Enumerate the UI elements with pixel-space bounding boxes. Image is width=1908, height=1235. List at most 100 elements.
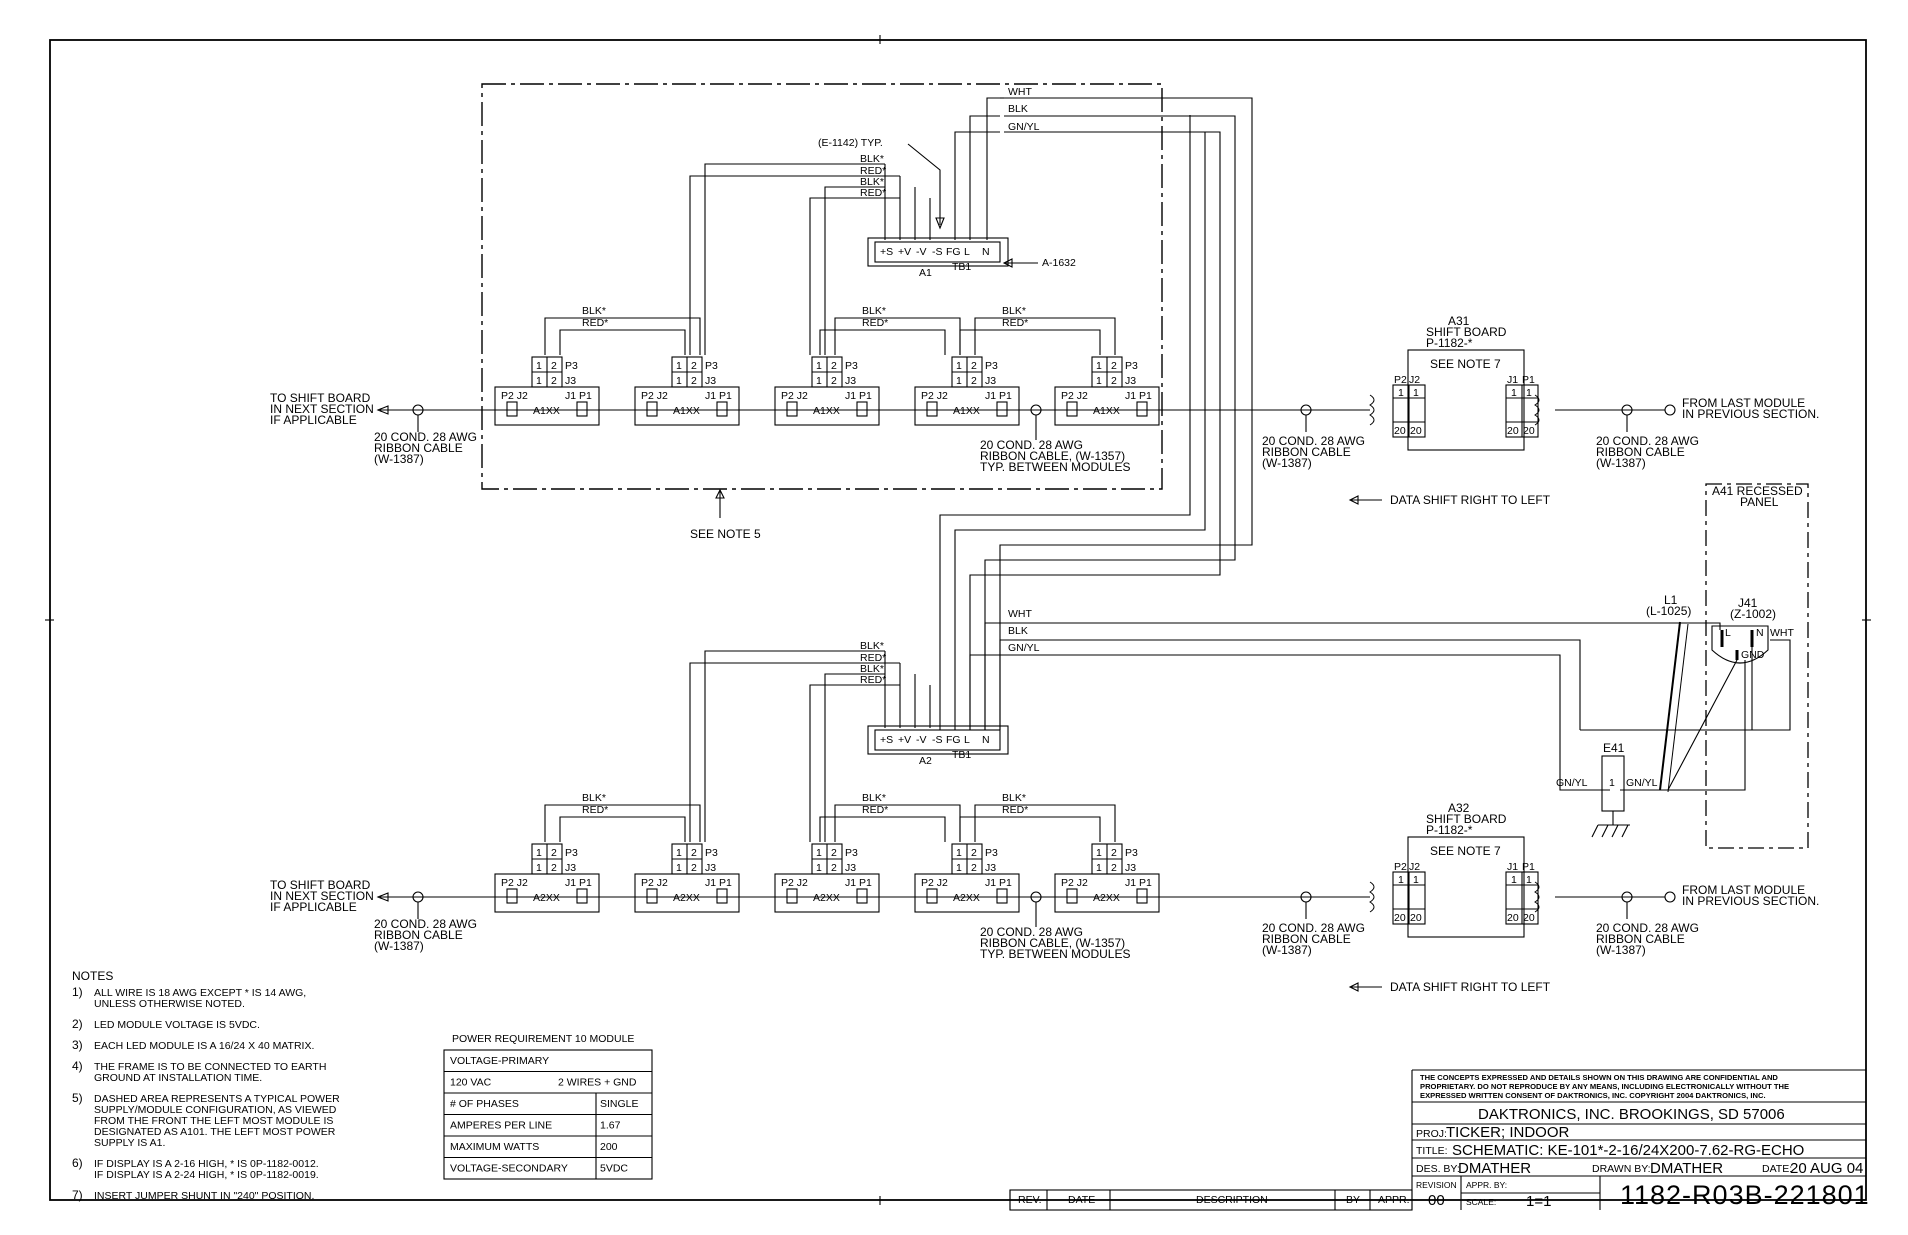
tb1-a1-terminals: +S bbox=[880, 246, 893, 258]
ribbon2-1357-a1: 20 COND. 28 AWG bbox=[980, 925, 1083, 939]
module-name: A2XX bbox=[673, 892, 700, 904]
sb1-pin20b: 20 bbox=[1410, 425, 1422, 437]
j1-p1: J1 P1 bbox=[845, 877, 872, 889]
sb2-note: SEE NOTE 7 bbox=[1430, 844, 1501, 858]
data-shift-2: DATA SHIFT RIGHT TO LEFT bbox=[1390, 980, 1551, 994]
j3: J3 bbox=[705, 862, 716, 874]
sb1-pin1a: 1 bbox=[1398, 387, 1404, 399]
tb-term-pv: +V bbox=[898, 246, 911, 258]
drawn-label: DRAWN BY: bbox=[1592, 1163, 1651, 1175]
drawn-value: DMATHER bbox=[1650, 1160, 1723, 1177]
confidential-line-3: EXPRESSED WRITTEN CONSENT OF DAKTRONICS,… bbox=[1420, 1091, 1766, 1100]
title-label: TITLE: bbox=[1416, 1145, 1448, 1157]
rev-col-desc: DESCRIPTION bbox=[1196, 1194, 1268, 1206]
pair-blk-c: BLK* bbox=[1002, 305, 1026, 317]
pair-blk-b: BLK* bbox=[862, 305, 886, 317]
pin-2: 2 bbox=[971, 375, 977, 387]
pin-1: 1 bbox=[956, 847, 962, 859]
to-shift-board-2a: TO SHIFT BOARD bbox=[270, 878, 371, 892]
sb1-pin20d: 20 bbox=[1523, 425, 1535, 437]
ribbon2-1387-a1: 20 COND. 28 AWG bbox=[374, 917, 477, 931]
p2-j2: P2 J2 bbox=[641, 390, 668, 402]
tb2-term-fg: FG bbox=[946, 734, 961, 746]
a41-subtitle: PANEL bbox=[1740, 495, 1779, 509]
des-label: DES. BY: bbox=[1416, 1163, 1460, 1175]
pin-1: 1 bbox=[816, 360, 822, 372]
sb2-pin1c: 1 bbox=[1511, 874, 1517, 886]
power-row-value: 200 bbox=[600, 1141, 618, 1153]
confidential-line-1: THE CONCEPTS EXPRESSED AND DETAILS SHOWN… bbox=[1420, 1073, 1778, 1082]
title-value: SCHEMATIC: KE-101*-2-16/24X200-7.62-RG-E… bbox=[1452, 1142, 1804, 1159]
sb2-title: SHIFT BOARD bbox=[1426, 812, 1507, 826]
from-last-module-2b: IN PREVIOUS SECTION. bbox=[1682, 894, 1819, 908]
pin-1: 1 bbox=[676, 360, 682, 372]
sb1-p2: P2 bbox=[1394, 374, 1407, 386]
note-text: EACH LED MODULE IS A 16/24 X 40 MATRIX. bbox=[94, 1040, 314, 1052]
power-table-title: POWER REQUIREMENT 10 MODULE bbox=[452, 1033, 634, 1045]
tb-term-l: L bbox=[964, 246, 970, 258]
pair2-blk-b: BLK* bbox=[862, 792, 886, 804]
from-last-module-2a: FROM LAST MODULE bbox=[1682, 883, 1805, 897]
ribbon-1387-c1: 20 COND. 28 AWG bbox=[1596, 434, 1699, 448]
j3: J3 bbox=[845, 862, 856, 874]
date-value: 20 AUG 04 bbox=[1790, 1160, 1863, 1177]
l1-ref: L1 bbox=[1664, 593, 1678, 607]
note-text: INSERT JUMPER SHUNT IN "240" POSITION. bbox=[94, 1190, 314, 1202]
sb1-ref: A31 bbox=[1448, 314, 1470, 328]
pin-1: 1 bbox=[1096, 360, 1102, 372]
sb1-j2: J2 bbox=[1409, 374, 1420, 386]
scale-value: 1=1 bbox=[1526, 1193, 1551, 1210]
p3: P3 bbox=[705, 360, 718, 372]
pin-2: 2 bbox=[1111, 360, 1117, 372]
j3: J3 bbox=[985, 862, 996, 874]
from-last-module-1b: IN PREVIOUS SECTION. bbox=[1682, 407, 1819, 421]
tb1-label-a1: TB1 bbox=[952, 261, 971, 273]
j1-p1: J1 P1 bbox=[985, 877, 1012, 889]
note-number: 4) bbox=[72, 1059, 83, 1073]
sb1-pin1b: 1 bbox=[1413, 387, 1419, 399]
ribbon-1387-a1: 20 COND. 28 AWG bbox=[374, 430, 477, 444]
rev-col-appr: APPR. bbox=[1378, 1194, 1410, 1206]
note-number: 5) bbox=[72, 1091, 83, 1105]
wire-red1: RED* bbox=[860, 165, 886, 177]
sb2-p1: P1 bbox=[1522, 861, 1535, 873]
tb-term-ms: -S bbox=[932, 246, 943, 258]
p2-j2: P2 J2 bbox=[501, 877, 528, 889]
ribbon2-1387-b3: (W-1387) bbox=[1262, 943, 1312, 957]
to-shift-board-1a: TO SHIFT BOARD bbox=[270, 391, 371, 405]
p3: P3 bbox=[845, 847, 858, 859]
sb2-pin20c: 20 bbox=[1507, 912, 1519, 924]
notes-title: NOTES bbox=[72, 969, 113, 983]
module-name: A1XX bbox=[533, 405, 560, 417]
j41-receptacle bbox=[1711, 625, 1769, 664]
tb-term-n: N bbox=[982, 246, 990, 258]
sb2-j2: J2 bbox=[1409, 861, 1420, 873]
drawing-number: 1182-R03B-221801 bbox=[1620, 1180, 1870, 1210]
module-name: A2XX bbox=[813, 892, 840, 904]
to-shift-board-2c: IF APPLICABLE bbox=[270, 900, 357, 914]
revision-label: REVISION bbox=[1416, 1180, 1457, 1190]
j1-p1: J1 P1 bbox=[1125, 877, 1152, 889]
rev-col-date: DATE bbox=[1068, 1194, 1095, 1206]
power-row-label: 120 VAC bbox=[450, 1077, 492, 1089]
ribbon-1387-b3: (W-1387) bbox=[1262, 456, 1312, 470]
wire-red2: RED* bbox=[860, 187, 886, 199]
note-number: 6) bbox=[72, 1156, 83, 1170]
sb1-j1: J1 bbox=[1507, 374, 1518, 386]
note-text: IF DISPLAY IS A 2-24 HIGH, * IS 0P-1182-… bbox=[94, 1169, 319, 1181]
p2-j2: P2 J2 bbox=[1061, 877, 1088, 889]
ribbon-1357-a3: TYP. BETWEEN MODULES bbox=[980, 460, 1130, 474]
see-note-5: SEE NOTE 5 bbox=[690, 527, 761, 541]
tb2-term-mv: -V bbox=[916, 734, 927, 746]
pin-1: 1 bbox=[1096, 862, 1102, 874]
module-name: A2XX bbox=[953, 892, 980, 904]
p2-j2: P2 J2 bbox=[781, 390, 808, 402]
pin-2: 2 bbox=[691, 862, 697, 874]
sb1-pin20a: 20 bbox=[1394, 425, 1406, 437]
